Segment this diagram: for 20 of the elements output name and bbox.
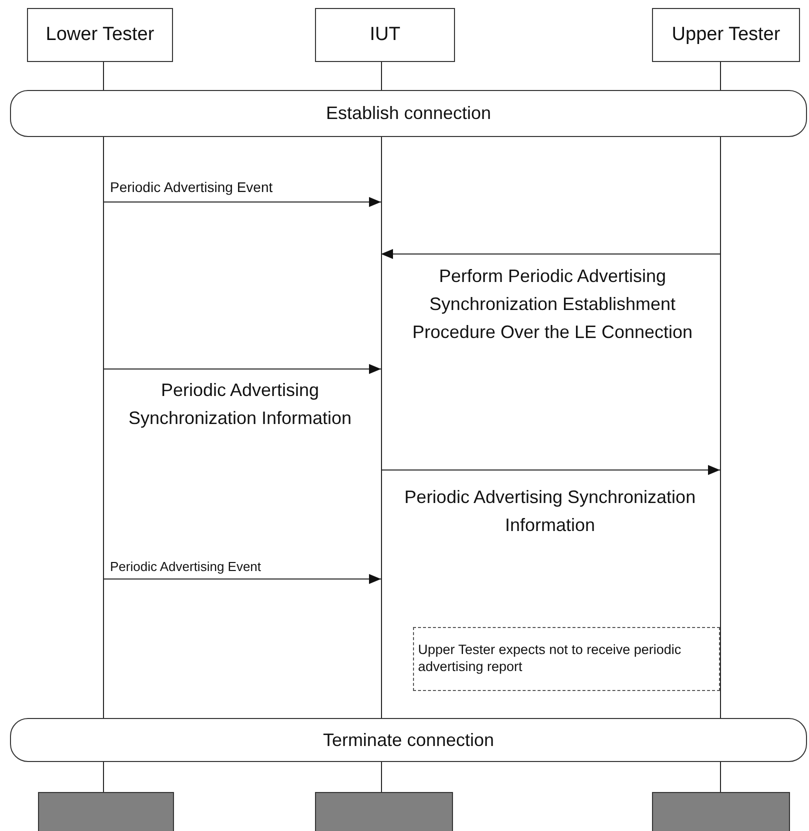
- phase-band: [10, 90, 807, 137]
- node-label: Upper Tester expects not to receive periodic advertising report: [418, 642, 682, 676]
- node-label: Terminate connection: [322, 728, 494, 752]
- participant-box: [315, 8, 455, 62]
- participant-box: [27, 8, 173, 62]
- node-label: Upper Tester: [672, 22, 780, 47]
- node-label: Lower Tester: [46, 22, 154, 47]
- participant-box: [652, 8, 800, 62]
- message-arrow: [380, 465, 720, 475]
- message-arrow: [380, 249, 720, 259]
- node-label: Establish connection: [326, 102, 492, 125]
- phase-band: [10, 718, 807, 762]
- lifeline-end-bar: [315, 792, 453, 831]
- message-arrow: [102, 574, 382, 584]
- message-arrow: [102, 364, 382, 374]
- lifeline-end-bar: [652, 792, 790, 831]
- node-label: IUT: [370, 22, 400, 47]
- message-arrow: [102, 197, 382, 207]
- note-box: [413, 627, 720, 691]
- lifeline-end-bar: [38, 792, 174, 831]
